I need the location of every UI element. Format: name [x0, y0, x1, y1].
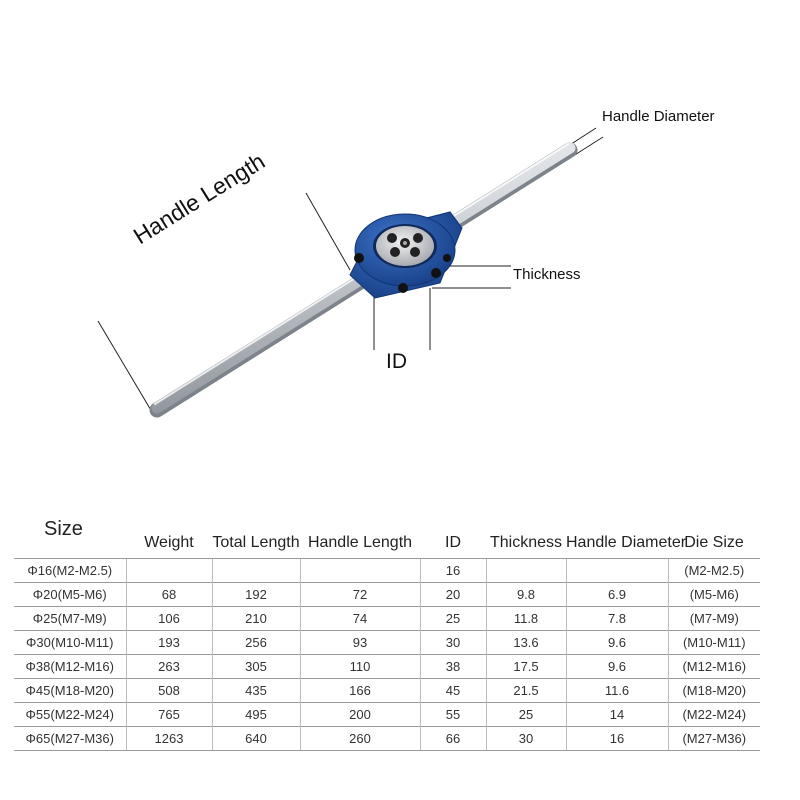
set-screw — [398, 283, 408, 293]
cell-total-length — [211, 558, 300, 583]
cell-die-size: (M2-M2.5) — [667, 558, 760, 583]
cell-handle-length: 93 — [299, 630, 420, 655]
cell-die-size: (M18-M20) — [667, 678, 760, 703]
cell-die-size: (M22-M24) — [667, 702, 760, 727]
cell-handle-length: 72 — [299, 582, 420, 607]
cell-thickness: 17.5 — [485, 654, 566, 679]
cell-size: Φ45(M18-M20) — [14, 678, 126, 703]
cell-handle-diameter: 6.9 — [565, 582, 668, 607]
cell-id: 30 — [419, 630, 486, 655]
cell-id: 38 — [419, 654, 486, 679]
die-wrench-illustration — [97, 127, 604, 418]
cell-handle-length: 110 — [299, 654, 420, 679]
cell-handle-diameter — [565, 558, 668, 583]
header-size: Size — [44, 518, 83, 540]
header-thickness: Thickness — [489, 534, 563, 551]
cell-handle-diameter: 7.8 — [565, 606, 668, 631]
cell-total-length: 495 — [211, 702, 300, 727]
cell-thickness — [485, 558, 566, 583]
cell-size: Φ20(M5-M6) — [14, 582, 126, 607]
cell-weight: 1263 — [125, 726, 212, 751]
header-die-size: Die Size — [684, 534, 744, 551]
handle-length-line — [97, 320, 153, 413]
spec-table: Size Weight Total Length Handle Length I… — [14, 516, 760, 751]
cell-thickness: 13.6 — [485, 630, 566, 655]
cell-weight: 68 — [125, 582, 212, 607]
set-screw — [354, 253, 364, 263]
cell-die-size: (M12-M16) — [667, 654, 760, 679]
handle-diameter-label: Handle Diameter — [602, 108, 715, 125]
header-id: ID — [445, 534, 461, 551]
cell-handle-diameter: 9.6 — [565, 654, 668, 679]
cell-handle-length: 260 — [299, 726, 420, 751]
cell-weight: 765 — [125, 702, 212, 727]
cell-id: 25 — [419, 606, 486, 631]
cell-total-length: 192 — [211, 582, 300, 607]
cell-total-length: 210 — [211, 606, 300, 631]
set-screw — [431, 268, 441, 278]
cell-size: Φ25(M7-M9) — [14, 606, 126, 631]
cell-handle-diameter: 11.6 — [565, 678, 668, 703]
id-label: ID — [386, 350, 407, 373]
cell-id: 45 — [419, 678, 486, 703]
cell-handle-diameter: 14 — [565, 702, 668, 727]
cell-total-length: 435 — [211, 678, 300, 703]
cell-total-length: 640 — [211, 726, 300, 751]
cell-thickness: 25 — [485, 702, 566, 727]
cell-size: Φ16(M2-M2.5) — [14, 558, 126, 583]
cell-handle-diameter: 16 — [565, 726, 668, 751]
thickness-label: Thickness — [513, 266, 581, 283]
cell-die-size: (M5-M6) — [667, 582, 760, 607]
cell-thickness: 21.5 — [485, 678, 566, 703]
cell-thickness: 9.8 — [485, 582, 566, 607]
cell-thickness: 11.8 — [485, 606, 566, 631]
cell-id: 66 — [419, 726, 486, 751]
cell-handle-length: 200 — [299, 702, 420, 727]
cell-die-size: (M27-M36) — [667, 726, 760, 751]
cell-size: Φ55(M22-M24) — [14, 702, 126, 727]
cell-size: Φ65(M27-M36) — [14, 726, 126, 751]
cell-weight: 106 — [125, 606, 212, 631]
header-weight: Weight — [144, 534, 194, 551]
cell-id: 20 — [419, 582, 486, 607]
header-total-length: Total Length — [212, 534, 300, 551]
set-screw — [443, 254, 451, 262]
cell-handle-length: 166 — [299, 678, 420, 703]
cell-handle-length: 74 — [299, 606, 420, 631]
table-header-row: Size Weight Total Length Handle Length I… — [14, 516, 760, 559]
cell-id: 16 — [419, 558, 486, 583]
table-row: Φ16(M2-M2.5) 16 (M2-M2.5) — [14, 558, 760, 583]
handle-length-line — [305, 192, 351, 271]
cell-total-length: 256 — [211, 630, 300, 655]
cell-id: 55 — [419, 702, 486, 727]
cell-weight: 508 — [125, 678, 212, 703]
header-handle-length: Handle Length — [307, 534, 413, 551]
cell-die-size: (M10-M11) — [667, 630, 760, 655]
cell-size: Φ38(M12-M16) — [14, 654, 126, 679]
cell-weight: 263 — [125, 654, 212, 679]
cell-handle-diameter: 9.6 — [565, 630, 668, 655]
cell-size: Φ30(M10-M11) — [14, 630, 126, 655]
cell-handle-length — [299, 558, 420, 583]
cell-weight — [125, 558, 212, 583]
cell-total-length: 305 — [211, 654, 300, 679]
cell-weight: 193 — [125, 630, 212, 655]
cell-die-size: (M7-M9) — [667, 606, 760, 631]
cell-thickness: 30 — [485, 726, 566, 751]
die-holder — [349, 211, 463, 299]
header-handle-diameter: Handle Diameter — [566, 534, 687, 551]
